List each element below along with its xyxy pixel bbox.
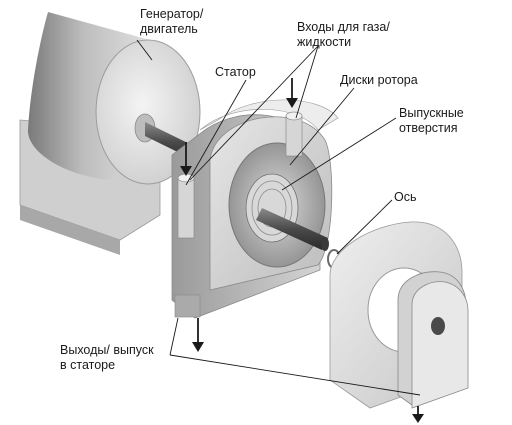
stator-label: Статор xyxy=(215,65,256,79)
rotor-discs-label: Диски ротора xyxy=(340,73,418,87)
generator-body xyxy=(19,12,201,255)
flow-arrows xyxy=(180,78,424,423)
exhaust-label-line1: Выпускные xyxy=(399,106,464,120)
generator-label: Генератор/ двигатель xyxy=(140,7,203,37)
bracket xyxy=(397,271,469,409)
inlets-label-line2: жидкости xyxy=(297,35,352,49)
generator-label-line2: двигатель xyxy=(140,22,198,36)
stator xyxy=(171,99,339,319)
leader-lines xyxy=(136,39,421,396)
outlets-label-line1: Выходы/ выпуск xyxy=(60,343,154,357)
inlets-label-line1: Входы для газа/ xyxy=(297,20,390,34)
exhaust-label-line2: отверстия xyxy=(399,121,458,135)
generator-label-line1: Генератор/ xyxy=(140,7,204,21)
inlets-label: Входы для газа/ жидкости xyxy=(297,20,390,50)
outlets-label: Выходы/ выпуск в статоре xyxy=(60,343,154,373)
inlet-pipes xyxy=(177,111,303,239)
exhaust-label: Выпускные отверстия xyxy=(399,106,464,136)
axle-label: Ось xyxy=(394,190,417,204)
outlets-label-line2: в статоре xyxy=(60,358,116,372)
